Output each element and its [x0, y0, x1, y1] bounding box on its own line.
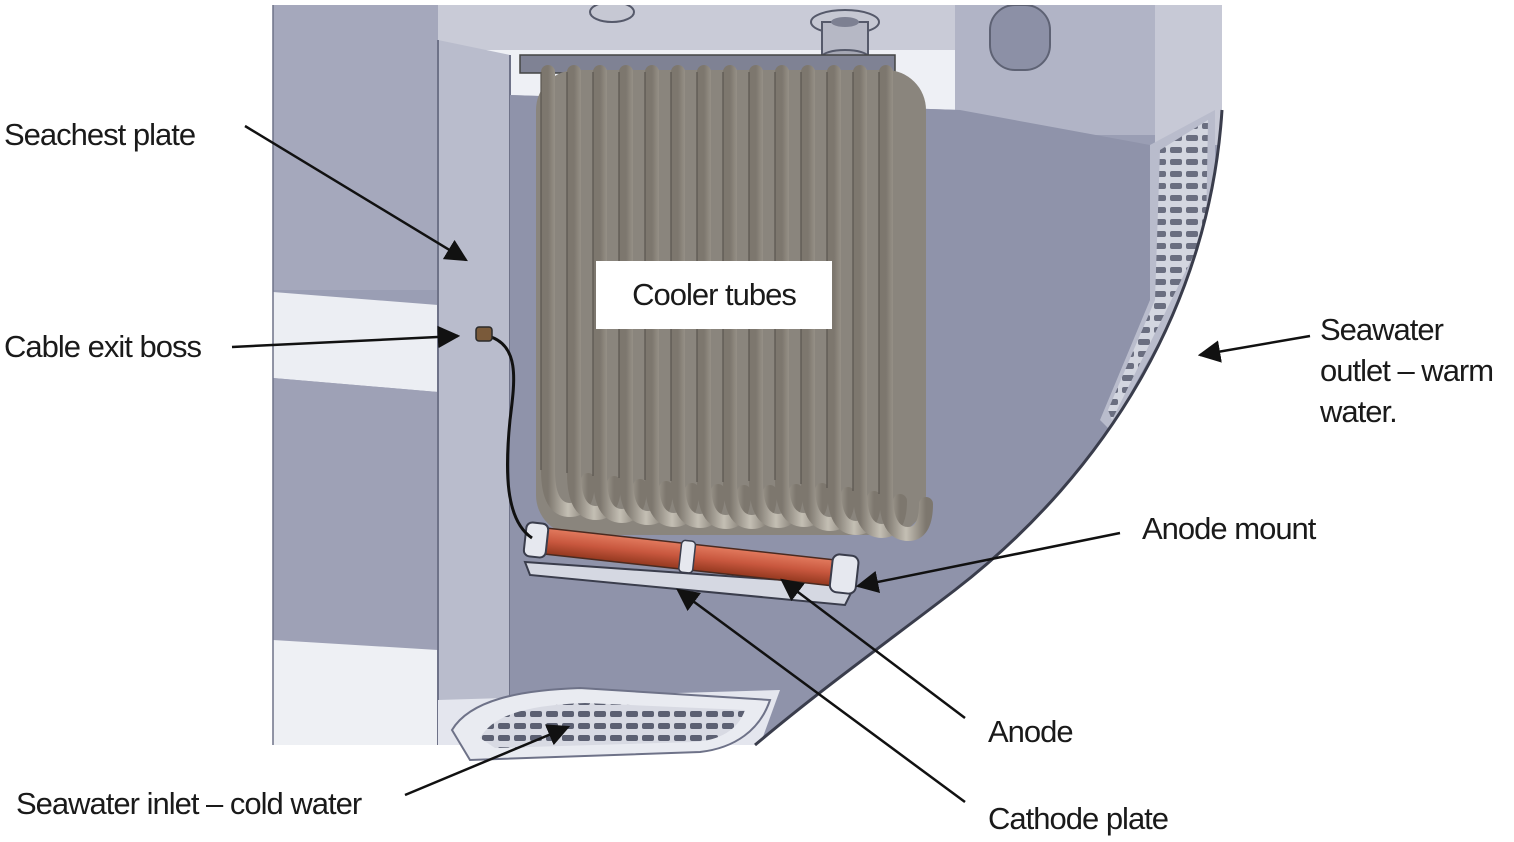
label-cathode-plate: Cathode plate: [988, 801, 1169, 836]
inlet-grille: [450, 686, 772, 762]
cooler-tube: [801, 65, 855, 532]
anode-cable: [487, 334, 533, 540]
cooler-tube: [853, 65, 907, 539]
arrow-anode: [780, 578, 966, 719]
cooler-tube: [723, 65, 777, 530]
cooler-tube: [827, 65, 881, 536]
label-cooler-tubes: Cooler tubes: [596, 261, 832, 329]
hull-edge-outline: [754, 109, 1224, 747]
cooler-tube: [749, 65, 803, 529]
label-seawater-outlet: Seawater outlet – warm water.: [1320, 312, 1494, 429]
cooler-tube: [541, 65, 595, 518]
label-cable-exit-boss: Cable exit boss: [4, 329, 202, 364]
cooler-tube: [593, 65, 647, 524]
arrow-seawater-outlet: [1197, 334, 1311, 363]
arrow-cathode-plate: [676, 588, 966, 804]
arrow-seachest-plate: [244, 124, 468, 262]
cooler-tube: [775, 65, 829, 528]
arrow-seawater-inlet: [404, 724, 571, 797]
anode-mount: [828, 553, 860, 595]
label-seawater-inlet: Seawater inlet – cold water: [16, 786, 362, 821]
cooler-tube: [879, 65, 933, 542]
label-seachest-plate: Seachest plate: [4, 117, 196, 152]
cooler-tube: [567, 65, 621, 521]
cathode-plate: [523, 560, 857, 607]
cooler-tube: [645, 65, 699, 528]
arrow-anode-mount: [855, 531, 1121, 594]
cooler-tube: [619, 65, 673, 526]
label-anode-mount: Anode mount: [1142, 511, 1316, 546]
anode-assembly: [522, 521, 860, 607]
arrow-cable-exit-boss: [231, 325, 461, 349]
leader-arrows: [231, 124, 1311, 804]
label-anode: Anode: [988, 714, 1074, 749]
cooler-tube: [671, 65, 725, 529]
cooler-tube: [697, 65, 751, 530]
cooler-tubes-bundle: [519, 54, 933, 542]
cable-exit-boss: [475, 326, 493, 342]
